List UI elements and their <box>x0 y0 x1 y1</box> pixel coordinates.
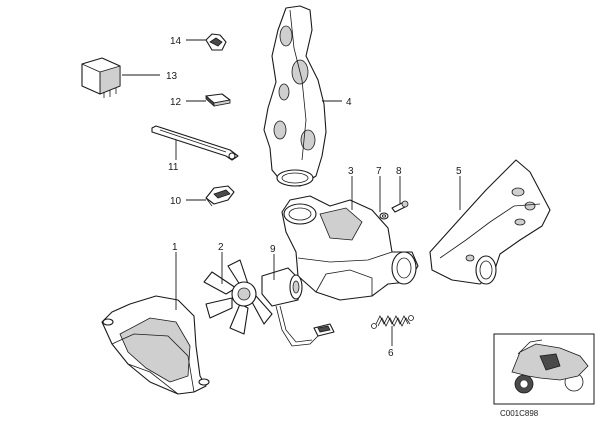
part-1-fan-cover <box>101 295 210 395</box>
callout-6: 6 <box>388 348 394 359</box>
callout-2: 2 <box>218 242 224 253</box>
callout-13: 13 <box>166 71 178 82</box>
part-12-connector <box>205 93 231 107</box>
part-9-fan-motor <box>261 267 335 347</box>
part-11-cable-tie <box>151 125 239 161</box>
callout-4: 4 <box>346 97 352 108</box>
callout-5: 5 <box>456 166 462 177</box>
part-3-housing <box>281 195 419 301</box>
part-7-washer <box>379 212 389 220</box>
callout-11: 11 <box>168 162 179 173</box>
callout-8: 8 <box>396 166 402 177</box>
inset-motorcycle-thumbnail: C001C898 <box>493 333 595 418</box>
callout-14: 14 <box>170 36 182 47</box>
part-14-clip <box>205 33 227 51</box>
callout-12: 12 <box>170 97 182 108</box>
part-10-sensor <box>205 185 235 207</box>
callout-9: 9 <box>270 244 276 255</box>
part-5-intake-duct <box>429 159 551 285</box>
callout-10: 10 <box>170 196 182 207</box>
callout-3: 3 <box>348 166 354 177</box>
leader-lines <box>122 39 461 346</box>
diagram-code: C001C898 <box>500 409 539 418</box>
part-6-spring <box>371 315 414 329</box>
part-2-fan <box>203 259 273 335</box>
callout-7: 7 <box>376 166 382 177</box>
callout-1: 1 <box>172 242 178 253</box>
part-4-air-duct <box>263 5 327 187</box>
callout-labels: 14 13 12 11 10 4 3 7 8 5 1 2 9 6 <box>166 36 462 359</box>
part-13-relay <box>81 57 121 98</box>
